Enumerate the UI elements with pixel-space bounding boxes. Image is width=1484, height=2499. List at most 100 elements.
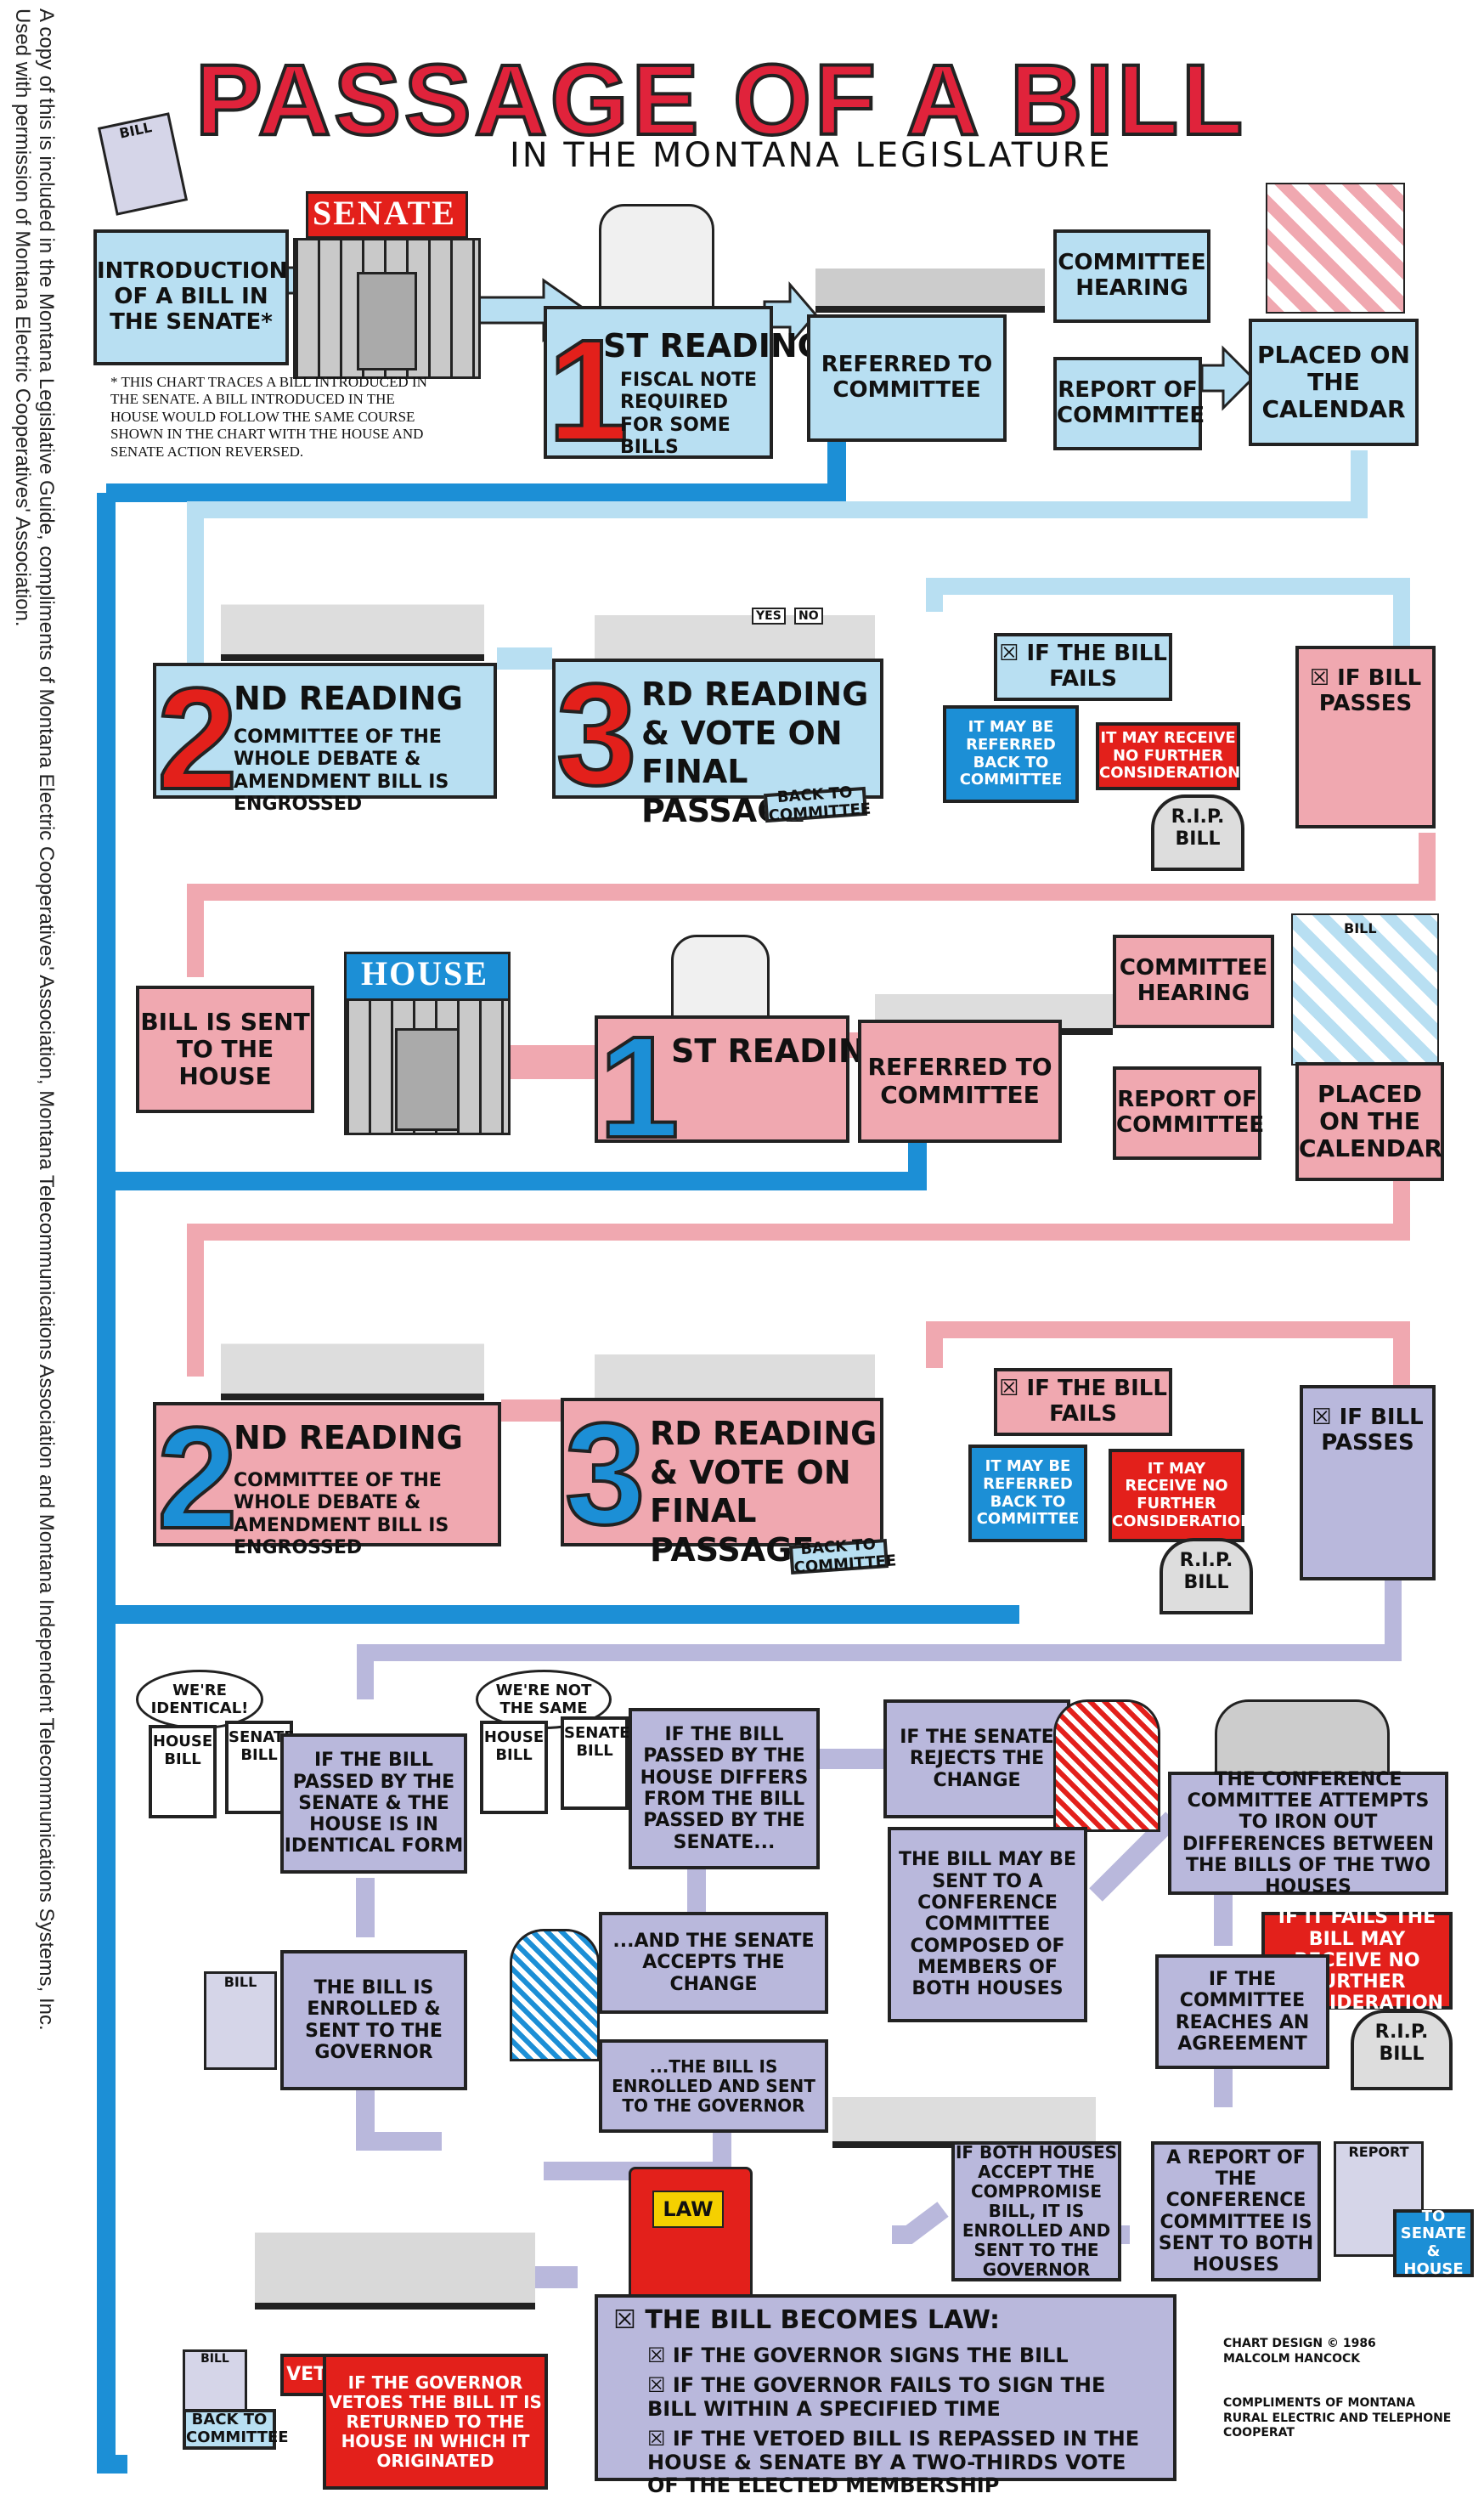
house-first-reading-label: ST READING xyxy=(671,1032,892,1070)
house-first-reading-box xyxy=(595,1015,849,1143)
senate-building-label: SENATE xyxy=(312,194,457,232)
agreement-box: IF THE COMMITTEE REACHES AN AGREEMENT xyxy=(1155,1954,1329,2069)
law-tag: LAW xyxy=(652,2191,724,2228)
page-title: PASSAGE OF A BILL xyxy=(194,42,1247,158)
differs-box: IF THE BILL PASSED BY THE HOUSE DIFFERS … xyxy=(629,1708,820,1869)
identical-bubble: WE'RE IDENTICAL! xyxy=(136,1670,263,1729)
both-accept-box: IF BOTH HOUSES ACCEPT THE COMPROMISE BIL… xyxy=(951,2141,1121,2281)
veto-box: IF THE GOVERNOR VETOES THE BILL IT IS RE… xyxy=(323,2354,548,2490)
house-building-label: HOUSE xyxy=(360,954,489,992)
senate-first-reading-box xyxy=(544,306,773,459)
house-rip-tombstone: R.I.P. BILL xyxy=(1160,1538,1253,1614)
house-hearing-box: COMMITTEE HEARING xyxy=(1113,935,1274,1028)
senate-third-reading-box xyxy=(552,659,883,799)
house-report-box: REPORT OF COMMITTEE xyxy=(1113,1066,1264,1160)
house-reader-figure xyxy=(671,935,770,1025)
rejecting-senator-illustration xyxy=(1053,1699,1160,1832)
law-book-illustration: LAW xyxy=(629,2167,753,2316)
senate-calendar-box: PLACED ON THE CALENDAR xyxy=(1249,319,1419,446)
house-debate-illustration xyxy=(221,1283,484,1400)
report-tag: REPORT xyxy=(1348,2144,1409,2160)
different-house-bill: HOUSE BILL xyxy=(480,1721,548,1814)
identical-box: IF THE BILL PASSED BY THE SENATE & THE H… xyxy=(280,1733,467,1874)
walking-bill-illustration: BILL xyxy=(204,1971,277,2070)
senate-third-reading-number: 3 xyxy=(555,654,639,816)
different-senate-bill: SENATE BILL xyxy=(561,1716,629,1810)
senate-footnote: * THIS CHART TRACES A BILL INTRODUCED IN… xyxy=(110,374,427,460)
debate-illustration xyxy=(221,544,484,661)
house-third-reading-label: RD READING & VOTE ON FINAL PASSAGE xyxy=(650,1415,877,1569)
house-passes-box: ☒ IF BILL PASSES xyxy=(1300,1385,1436,1580)
bill-on-calendar-illustration xyxy=(1266,183,1405,314)
intro-box: INTRODUCTION OF A BILL IN THE SENATE* xyxy=(93,229,289,365)
house-calendar-box: PLACED ON THE CALENDAR xyxy=(1295,1062,1444,1181)
senate-report-box: REPORT OF COMMITTEE xyxy=(1053,357,1205,450)
no-sign: NO xyxy=(794,608,823,625)
law-condition-2: ☒ IF THE GOVERNOR FAILS TO SIGN THE BILL… xyxy=(647,2373,1106,2421)
iron-illustration xyxy=(1215,1699,1390,1781)
senate-passes-box: ☒ IF BILL PASSES xyxy=(1295,646,1436,828)
house-bill-tag: BILL xyxy=(1344,920,1377,936)
veto-bill-tag: BILL xyxy=(200,2352,229,2366)
house-back-sign: BACK TO COMMITTEE xyxy=(788,1535,897,1577)
house-second-reading-box xyxy=(153,1402,501,1546)
house-third-reading-box xyxy=(561,1398,883,1546)
veto-back-sign: BACK TO COMMITTEE xyxy=(183,2409,289,2450)
vote-illustration: YES NO xyxy=(595,544,875,670)
senate-referred-back-box: IT MAY BE REFERRED BACK TO COMMITTEE xyxy=(943,705,1079,803)
identical-bills-illustration: HOUSE BILL SENATE BILL xyxy=(144,1721,297,1835)
house-no-further-box: IT MAY RECEIVE NO FURTHER CONSIDERATION xyxy=(1109,1449,1253,1542)
governor-desk-illustration xyxy=(255,2175,535,2310)
senate-first-reading-number: 1 xyxy=(546,310,630,472)
report-sent-box: A REPORT OF THE CONFERENCE COMMITTEE IS … xyxy=(1151,2141,1321,2281)
yes-sign: YES xyxy=(752,608,786,625)
law-condition-3: ☒ IF THE VETOED BILL IS REPASSED IN THE … xyxy=(647,2427,1140,2498)
law-condition-1: ☒ IF THE GOVERNOR SIGNS THE BILL xyxy=(647,2343,1069,2367)
senate-second-reading-label: ND READING xyxy=(234,680,463,717)
senate-second-reading-number: 2 xyxy=(155,659,240,820)
senate-referred-box: REFERRED TO COMMITTEE xyxy=(807,314,1007,442)
to-senate-house-sign: TO SENATE & HOUSE xyxy=(1393,2208,1474,2278)
report-doc-illustration: REPORT xyxy=(1334,2141,1424,2257)
page-subtitle: IN THE MONTANA LEGISLATURE xyxy=(510,136,1113,175)
conference-attempt-box: THE CONFERENCE COMMITTEE ATTEMPTS TO IRO… xyxy=(1168,1769,1448,1897)
final-rip-tombstone: R.I.P. BILL xyxy=(1351,2010,1453,2090)
senate-first-reading-label: ST READING xyxy=(603,327,824,365)
identical-house-bill: HOUSE BILL xyxy=(149,1725,217,1818)
becomes-law-heading: ☒ THE BILL BECOMES LAW: xyxy=(613,2305,1000,2335)
house-bill-on-calendar-illustration: BILL xyxy=(1291,913,1439,1066)
house-referred-box: REFERRED TO COMMITTEE xyxy=(858,1020,1062,1143)
conference-sent-box: THE BILL MAY BE SENT TO A CONFERENCE COM… xyxy=(888,1827,1087,2022)
chart-design-credit: CHART DESIGN © 1986 MALCOLM HANCOCK xyxy=(1223,2337,1376,2366)
enrolled-governor-box: THE BILL IS ENROLLED & SENT TO THE GOVER… xyxy=(280,1950,467,2090)
accepting-senator-illustration xyxy=(510,1929,600,2061)
senate-back-sign: BACK TO COMMITTEE xyxy=(763,783,872,825)
senate-building: SENATE xyxy=(293,191,481,379)
senate-second-reading-sub: COMMITTEE OF THE WHOLE DEBATE & AMENDMEN… xyxy=(234,727,449,816)
senate-no-further-box: IT MAY RECEIVE NO FURTHER CONSIDERATION xyxy=(1096,722,1240,790)
committee-table-illustration xyxy=(815,212,1045,313)
house-first-reading-number: 1 xyxy=(597,1007,681,1168)
compliments-credit: COMPLIMENTS OF MONTANA RURAL ELECTRIC AN… xyxy=(1223,2396,1452,2440)
becomes-law-box: ☒ THE BILL BECOMES LAW: ☒ IF THE GOVERNO… xyxy=(595,2294,1176,2497)
senate-hearing-box: COMMITTEE HEARING xyxy=(1053,229,1210,323)
accepts-box: ...AND THE SENATE ACCEPTS THE CHANGE xyxy=(599,1912,828,2014)
house-referred-back-box: IT MAY BE REFERRED BACK TO COMMITTEE xyxy=(968,1445,1087,1542)
conference-table-illustration xyxy=(832,2031,1096,2148)
bill-tag: BILL xyxy=(117,119,154,142)
house-second-reading-sub: COMMITTEE OF THE WHOLE DEBATE & AMENDMEN… xyxy=(234,1470,449,1559)
senate-fails-box: ☒ IF THE BILL FAILS xyxy=(994,633,1172,701)
senate-second-reading-box xyxy=(153,663,497,799)
walking-bill-tag: BILL xyxy=(223,1974,257,1990)
house-building: HOUSE xyxy=(344,952,511,1135)
house-sent-box: BILL IS SENT TO THE HOUSE xyxy=(136,986,314,1113)
house-fails-box: ☒ IF THE BILL FAILS xyxy=(994,1368,1172,1436)
different-bills-illustration: HOUSE BILL SENATE BILL xyxy=(480,1716,633,1831)
accepts-enrolled-box: ...THE BILL IS ENROLLED AND SENT TO THE … xyxy=(599,2039,828,2133)
rejects-box: IF THE SENATE REJECTS THE CHANGE xyxy=(883,1699,1070,1818)
senate-first-reading-sub: FISCAL NOTE REQUIRED FOR SOME BILLS xyxy=(620,370,758,459)
house-vote-illustration xyxy=(595,1283,875,1409)
house-third-reading-number: 3 xyxy=(563,1394,647,1555)
house-second-reading-label: ND READING xyxy=(234,1419,463,1456)
reader-figure xyxy=(599,204,714,319)
